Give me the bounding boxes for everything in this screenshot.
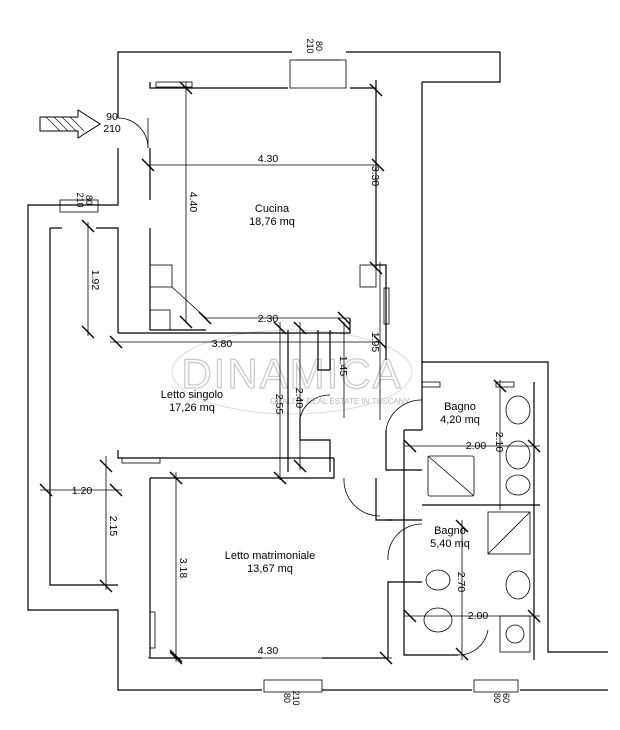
dim-cucina-height: 4.40 [187,192,199,213]
entrance-arrow-icon [39,109,101,139]
dim-matri-height: 3.18 [177,558,189,579]
window-bottom-right-h: 60 [501,693,511,703]
room-bagno1-area: 4,20 mq [440,414,480,426]
dim-bagno2-width: 2.00 [468,610,489,622]
room-bagno1-name: Bagno [444,401,476,413]
dim-bagno1-width: 2.00 [466,440,487,452]
dim-bagno1-height: 2.10 [493,432,505,453]
window-left-w: 80 [84,195,94,205]
dimension-lines [39,81,541,665]
dim-cucina-right: 3.30 [369,166,381,187]
dim-left-2-15: 2.15 [107,516,119,537]
window-bottom-left-w: 80 [282,693,292,703]
dim-left-1-20: 1.20 [72,485,93,497]
room-cucina-area: 18,76 mq [249,216,295,228]
door-entrance-w: 90 [106,111,118,123]
opening-labels: 80 210 80 210 90 210 80 210 80 60 [75,38,511,705]
window-bottom-left-h: 210 [291,690,301,705]
window-top-w: 80 [314,41,324,51]
walls [27,51,608,691]
room-letto-matrimoniale-area: 13,67 mq [247,563,293,575]
dim-right-1-95: 1.95 [369,332,381,353]
dim-closet-2-40: 2.40 [293,388,305,409]
window-bottom-right-w: 80 [492,693,502,703]
dim-singolo-2-55: 2.55 [273,394,285,415]
dim-bagno2-height: 2.70 [455,572,467,593]
dim-closet-1-45: 1.45 [337,356,349,377]
windows [59,59,519,693]
room-letto-singolo-name: Letto singolo [161,389,223,401]
room-bagno2-area: 5,40 mq [430,538,470,550]
dim-singolo-width: 3.80 [212,338,233,350]
fixtures [149,264,531,653]
watermark: DINAMICA QUALITY REAL ESTATE IN TUSCANY [171,329,413,415]
window-top-h: 210 [305,38,315,53]
window-left-h: 210 [75,192,85,207]
dim-corridor-width: 2.30 [258,313,279,325]
room-cucina-name: Cucina [255,203,290,215]
room-bagno2-name: Bagno [434,525,466,537]
door-entrance-h: 210 [103,123,121,135]
room-letto-matrimoniale-name: Letto matrimoniale [225,550,316,562]
room-letto-singolo-area: 17,26 mq [169,402,215,414]
dim-left-1-92: 1.92 [89,270,101,291]
watermark-tagline: QUALITY REAL ESTATE IN TUSCANY [270,397,410,406]
watermark-brand: DINAMICA [181,350,402,397]
dim-matri-width: 4.30 [258,645,279,657]
dimension-labels: 4.30 4.40 3.30 2.30 3.80 1.92 1.95 1.45 … [72,153,505,657]
dim-cucina-width: 4.30 [258,153,279,165]
room-labels: Cucina 18,76 mq Letto singolo 17,26 mq L… [161,203,480,575]
